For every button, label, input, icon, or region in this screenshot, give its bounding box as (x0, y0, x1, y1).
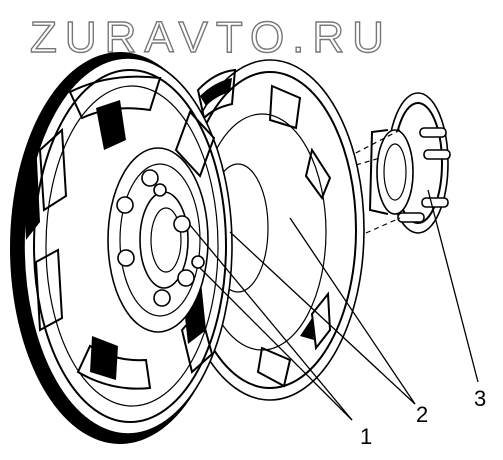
callout-1: 1 (360, 424, 372, 449)
lug-nuts (116, 169, 205, 307)
callout-2: 2 (416, 402, 428, 427)
leader-lines (189, 189, 479, 421)
watermark-text: ZURAVTO.RU (30, 13, 392, 62)
wheel-rim (10, 52, 233, 444)
callout-3: 3 (474, 386, 486, 411)
